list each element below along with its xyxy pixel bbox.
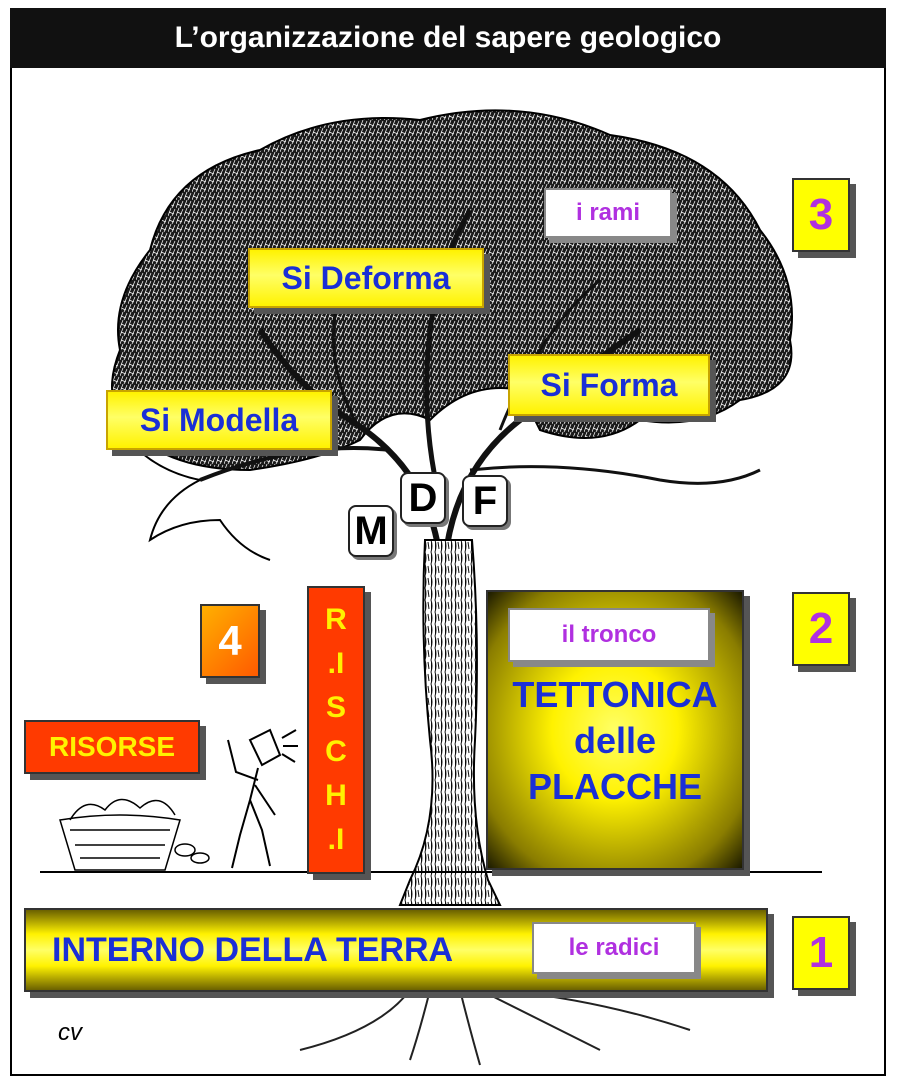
rischi-letter: R: [325, 603, 347, 636]
rischi-bar: R .I S C H .I: [307, 586, 365, 874]
letter-m: M: [348, 505, 394, 557]
rischi-letter: C: [325, 735, 347, 768]
rischi-letter: .I: [327, 823, 345, 856]
number-2: 2: [792, 592, 850, 666]
basket: [59, 798, 210, 871]
number-1: 1: [792, 916, 850, 990]
rischi-letter: .I: [327, 647, 345, 680]
number-4: 4: [200, 604, 260, 678]
trunk: [398, 539, 502, 906]
label-si-forma: Si Forma: [508, 354, 710, 416]
stick-figure: [227, 728, 298, 869]
tettonica-text: TETTONICA delle PLACCHE: [512, 674, 718, 807]
label-il-tronco: il tronco: [508, 608, 710, 662]
label-le-radici: le radici: [532, 922, 696, 974]
rischi-letter: S: [325, 691, 346, 724]
canopy: [111, 109, 793, 561]
label-i-rami: i rami: [544, 188, 672, 238]
number-3: 3: [792, 178, 850, 252]
label-si-deforma: Si Deforma: [248, 248, 484, 308]
label-risorse: RISORSE: [24, 720, 200, 774]
letter-f: F: [462, 475, 508, 527]
letter-d: D: [400, 472, 446, 524]
rischi-letter: H: [325, 779, 347, 812]
label-si-modella: Si Modella: [106, 390, 332, 450]
diagram-title: L’organizzazione del sapere geologico: [10, 8, 886, 68]
roots: [299, 989, 691, 1066]
signature: cv: [58, 1019, 84, 1046]
